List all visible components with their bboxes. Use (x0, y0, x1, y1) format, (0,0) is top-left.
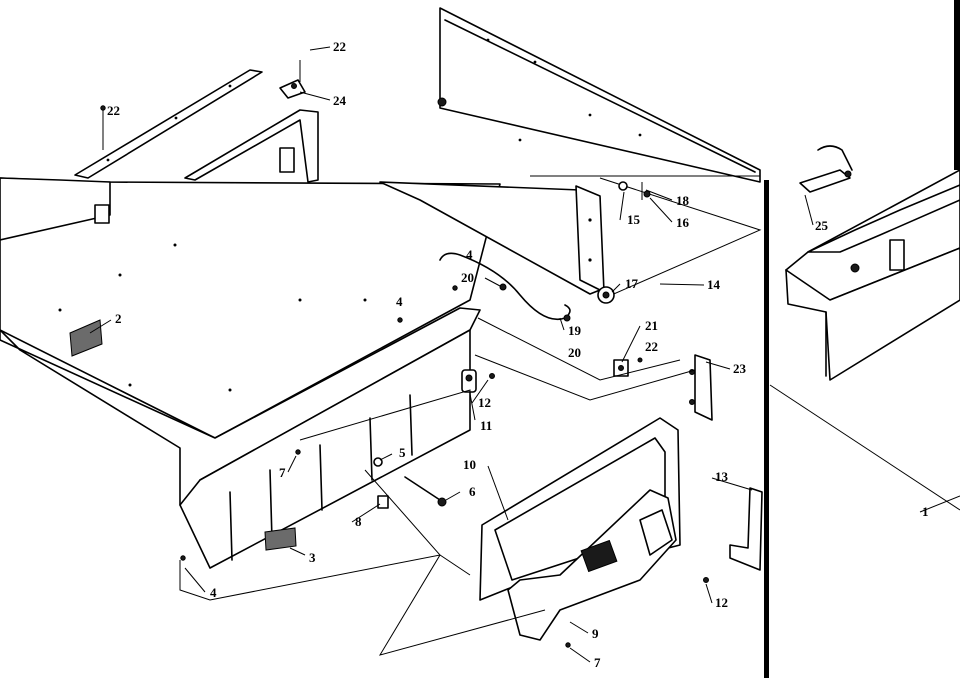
callout-21: 21 (645, 318, 658, 333)
callout-11: 11 (480, 418, 492, 433)
rear-rail-strip (74, 69, 263, 179)
part-12-screw-a (489, 373, 495, 379)
part-15-nut (618, 181, 628, 191)
callout-4-b: 4 (396, 294, 403, 309)
part-25-handle (799, 145, 853, 193)
callout-23: 23 (733, 361, 747, 376)
callout-24: 24 (333, 93, 347, 108)
cargo-box-body (0, 177, 501, 569)
callout-12-a: 12 (478, 395, 491, 410)
part-21-bracket (613, 359, 629, 377)
part-4-rivet-b (397, 317, 403, 323)
part-20-clip-a (499, 283, 507, 291)
callout-16: 16 (676, 215, 690, 230)
callout-5: 5 (399, 445, 406, 460)
callout-4-a: 4 (210, 585, 217, 600)
part-17-knob (597, 286, 615, 304)
view-divider-top (954, 0, 960, 170)
callout-15: 15 (627, 212, 641, 227)
part-7-screw-b (565, 642, 571, 648)
cargo-box-overview (769, 169, 960, 511)
callout-10: 10 (463, 457, 476, 472)
callout-19: 19 (568, 323, 582, 338)
view-divider (764, 180, 769, 678)
callout-25: 25 (815, 218, 829, 233)
callout-17: 17 (625, 276, 639, 291)
part-23-hinge (689, 354, 713, 421)
callout-6: 6 (469, 484, 476, 499)
callout-18: 18 (676, 193, 690, 208)
part-12-screw-b (703, 577, 709, 583)
part-8-spacer (377, 495, 389, 509)
callout-20-b: 20 (568, 345, 581, 360)
callout-leaders (89, 46, 960, 663)
part-4-rivet-c (452, 285, 458, 291)
callout-12-b: 12 (715, 595, 728, 610)
part-3-decal (264, 527, 297, 551)
callout-9: 9 (592, 626, 599, 641)
callout-22-c: 22 (645, 339, 658, 354)
part-6-bolt (404, 476, 447, 507)
cargo-box-rear-wall (0, 177, 111, 241)
part-22-screw-a (100, 105, 106, 111)
part-19-cable (439, 252, 571, 320)
callout-20-a: 20 (461, 270, 474, 285)
callout-8: 8 (355, 514, 362, 529)
part-11-latch (461, 369, 477, 393)
callout-1: 1 (922, 504, 929, 519)
callout-7-a: 7 (279, 465, 286, 480)
part-2-decal (69, 319, 103, 357)
part-7-screw-a (295, 449, 301, 455)
callout-22-a: 22 (333, 39, 346, 54)
callout-4-c: 4 (466, 247, 473, 262)
assembly-leader-lines (102, 60, 760, 656)
callout-13: 13 (715, 469, 729, 484)
side-wall-panel (184, 109, 319, 183)
part-4-rivet-a (180, 555, 186, 561)
part-22-screw-c (637, 357, 643, 363)
callout-2: 2 (115, 311, 122, 326)
tailgate-upper-panel (437, 7, 761, 183)
callout-22-b: 22 (107, 103, 120, 118)
cargo-box-tab (94, 204, 110, 224)
part-16-washer (643, 190, 651, 198)
part-13-bracket (729, 487, 763, 571)
callout-3: 3 (309, 550, 316, 565)
part-20-clip-b (563, 314, 571, 322)
callout-14: 14 (707, 277, 721, 292)
part-24-clamp (279, 79, 306, 99)
part-14-outline (599, 177, 762, 301)
part-9-tailgate-inner (507, 489, 677, 641)
callout-7-b: 7 (594, 655, 601, 670)
callout-labels: 1 2 3 4 4 4 5 6 7 7 8 9 10 11 12 12 13 1… (107, 39, 929, 670)
